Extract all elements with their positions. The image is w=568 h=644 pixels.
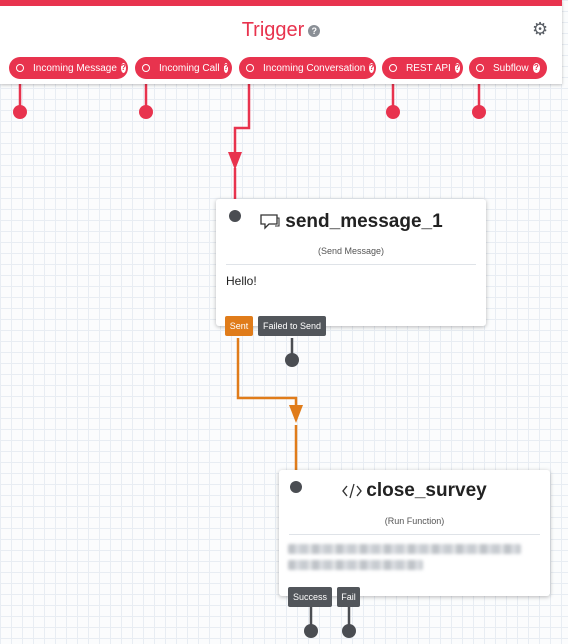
trigger-pill-incoming-call[interactable]: Incoming Call ?: [135, 57, 232, 79]
trigger-panel: Trigger? ⚙ Incoming Message ? Incoming C…: [0, 0, 562, 84]
widget-header: close_survey: [279, 478, 550, 504]
chat-bubble-icon: [260, 214, 280, 230]
message-body: Hello!: [226, 274, 257, 288]
ring-icon: [389, 64, 397, 72]
redacted-text: [288, 544, 521, 554]
output-failed-to-send[interactable]: Failed to Send: [258, 316, 326, 336]
output-success[interactable]: Success: [288, 587, 332, 607]
help-icon[interactable]: ?: [369, 63, 375, 73]
ring-icon: [16, 64, 24, 72]
redacted-text: [288, 560, 423, 570]
pill-label: Incoming Conversation: [263, 62, 366, 74]
port-rest-api[interactable]: [386, 105, 400, 119]
widget-name: send_message_1: [285, 211, 443, 232]
pill-label: REST API: [406, 62, 451, 74]
widget-send-message[interactable]: send_message_1 (Send Message) Hello!: [216, 199, 486, 326]
widget-header: send_message_1: [216, 209, 486, 235]
widget-name: close_survey: [366, 480, 487, 501]
gears-icon[interactable]: ⚙: [532, 19, 549, 39]
ring-icon: [142, 64, 150, 72]
wire-arrow-red: [228, 152, 242, 170]
help-icon[interactable]: ?: [223, 63, 229, 73]
help-icon[interactable]: ?: [454, 63, 460, 73]
input-port[interactable]: [229, 210, 241, 222]
widget-type: (Send Message): [317, 246, 385, 256]
port-incoming-call[interactable]: [139, 105, 153, 119]
help-icon[interactable]: ?: [532, 63, 540, 73]
trigger-help-icon[interactable]: ?: [308, 25, 321, 37]
wire-arrow-orange: [289, 405, 303, 423]
port-subflow[interactable]: [472, 105, 486, 119]
ring-icon: [476, 64, 484, 72]
code-icon: [342, 483, 363, 499]
trigger-pill-subflow[interactable]: Subflow ?: [469, 57, 547, 79]
port-fail[interactable]: [342, 624, 356, 638]
help-icon[interactable]: ?: [120, 63, 126, 73]
divider: [226, 264, 476, 265]
output-fail[interactable]: Fail: [337, 587, 360, 607]
trigger-pill-rest-api[interactable]: REST API ?: [382, 57, 463, 79]
port-incoming-message[interactable]: [13, 105, 27, 119]
divider: [289, 534, 540, 535]
wire-sent: [236, 338, 298, 412]
pill-label: Subflow: [493, 62, 529, 74]
trigger-title: Trigger: [241, 19, 305, 41]
port-success[interactable]: [304, 624, 318, 638]
output-sent[interactable]: Sent: [225, 316, 253, 336]
port-failed-to-send[interactable]: [285, 353, 299, 367]
widget-close-survey[interactable]: close_survey (Run Function): [279, 470, 550, 596]
widget-type: (Run Function): [384, 516, 445, 526]
trigger-pill-incoming-message[interactable]: Incoming Message ?: [9, 57, 128, 79]
ring-icon: [246, 64, 254, 72]
pill-label: Incoming Call: [159, 62, 220, 74]
trigger-pill-incoming-conversation[interactable]: Incoming Conversation ?: [239, 57, 376, 79]
trigger-title-row: Trigger?: [0, 19, 562, 42]
pill-label: Incoming Message: [33, 62, 117, 74]
input-port[interactable]: [290, 481, 302, 493]
